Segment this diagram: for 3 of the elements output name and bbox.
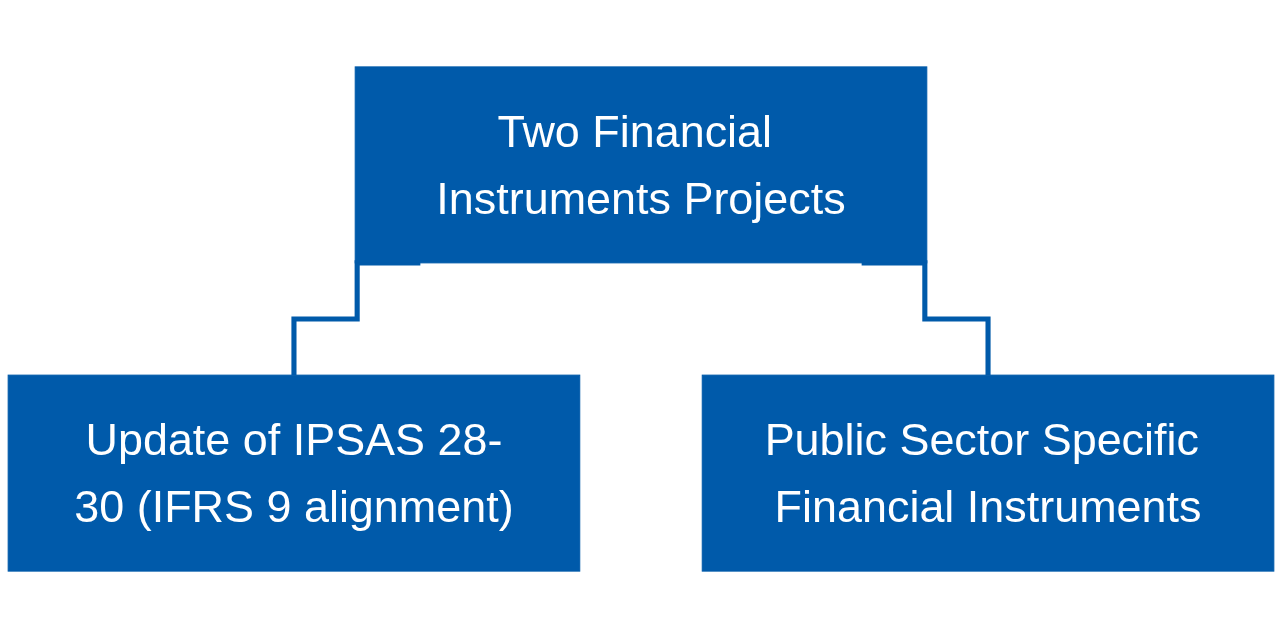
- node-box: Two Financial Instruments Projects: [354, 66, 928, 264]
- node-box: Update of IPSAS 28-30 (IFRS 9 alignment): [7, 374, 581, 572]
- node-box: Public Sector Specific Financial Instruments: [701, 374, 1275, 572]
